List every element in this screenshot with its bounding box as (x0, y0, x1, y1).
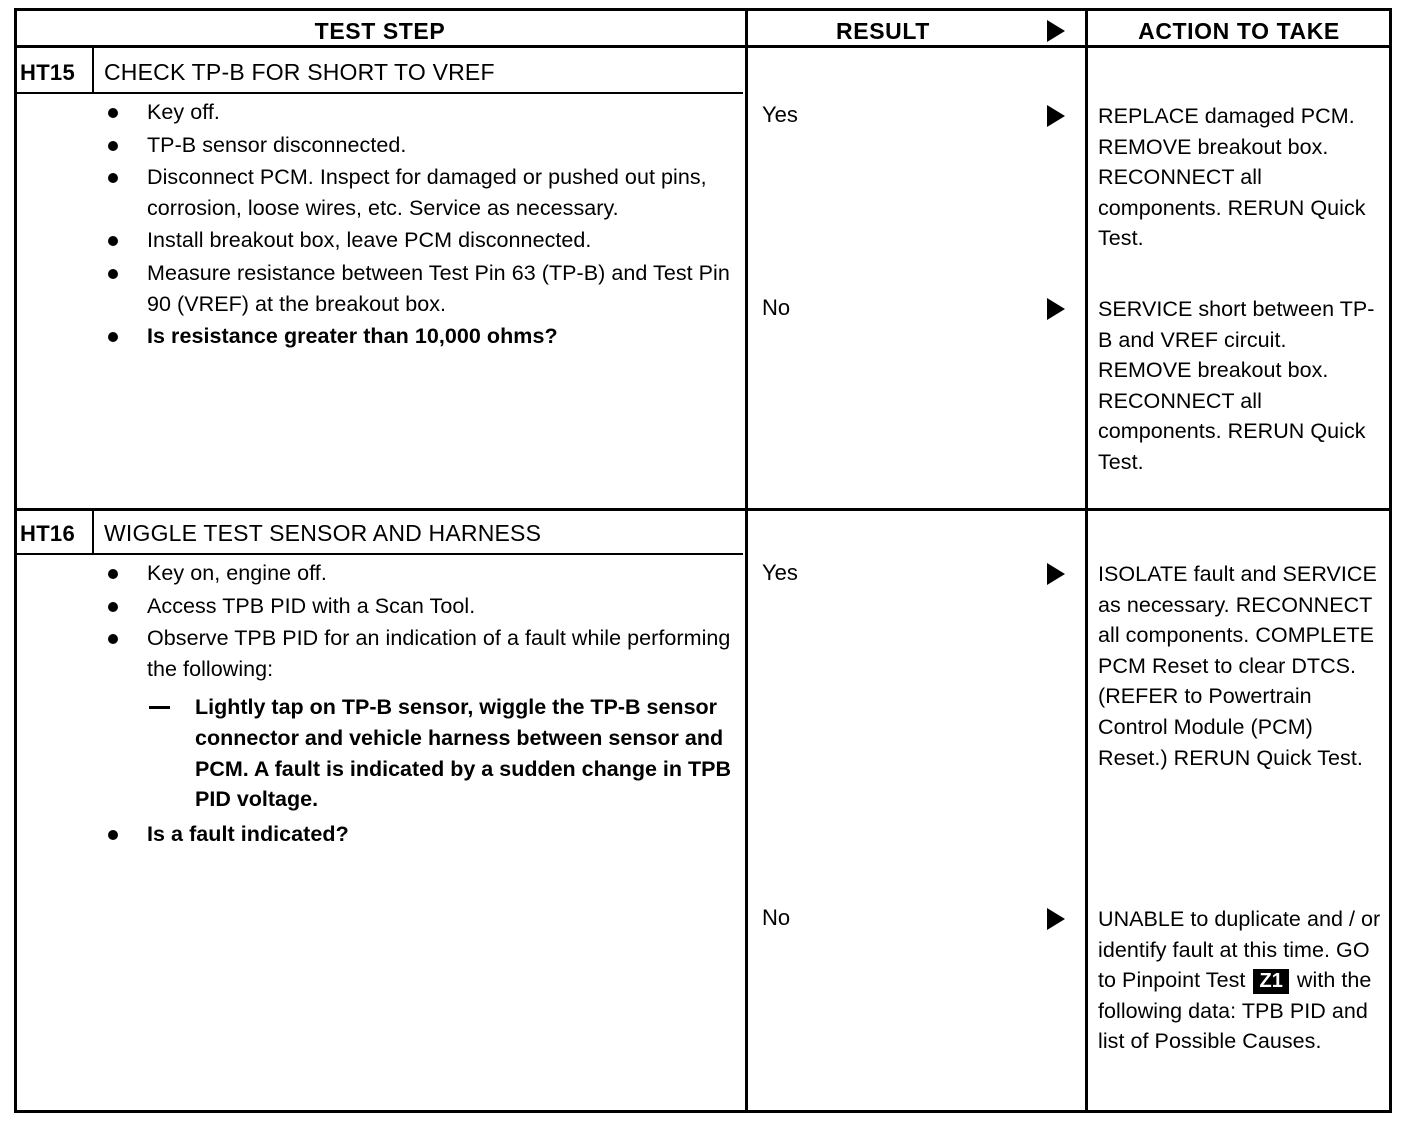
rule-under-ht15-title (16, 92, 743, 94)
list-item: Measure resistance between Test Pin 63 (… (103, 258, 733, 319)
result-label-no-ht16: No (762, 905, 791, 930)
rule-under-header (14, 45, 1392, 48)
bullet-dot-icon (108, 601, 118, 612)
list-item: Disconnect PCM. Inspect for damaged or p… (103, 162, 733, 223)
right-triangle-icon (1047, 298, 1065, 320)
list-item-label: Is resistance greater than 10,000 ohms? (147, 324, 558, 349)
section-title-ht16: WIGGLE TEST SENSOR AND HARNESS (104, 520, 542, 546)
list-item-label: Key on, engine off. (147, 561, 327, 585)
list-item-label: Is a fault indicated? (147, 821, 349, 846)
bullet-dot-icon (108, 268, 118, 279)
divider-code-title-ht15 (92, 48, 94, 94)
list-item: Key off. (103, 97, 733, 128)
action-text-yes-ht16: ISOLATE fault and SERVICE as necessary. … (1098, 562, 1377, 770)
list-item-question: Is a fault indicated? (103, 819, 733, 850)
column-header-action-to-take: ACTION TO TAKE (1138, 18, 1340, 44)
sub-list-item-label: Lightly tap on TP-B sensor, wiggle the T… (195, 695, 731, 812)
bullet-dot-icon (108, 332, 118, 343)
list-item-question: Is resistance greater than 10,000 ohms? (103, 321, 733, 352)
em-dash-icon (149, 706, 170, 710)
list-item: Install breakout box, leave PCM disconne… (103, 225, 733, 256)
action-text-before-ref: UNABLE to duplicate and / or identify fa… (1098, 907, 1381, 993)
list-item: Key on, engine off. (103, 558, 733, 589)
table-outer-frame (14, 8, 1392, 1113)
test-step-list-ht15: Key off. TP-B sensor disconnected. Disco… (103, 97, 733, 354)
column-header-test-step: TEST STEP (314, 18, 446, 44)
pinpoint-test-reference-badge[interactable]: Z1 (1253, 969, 1289, 995)
bullet-dot-icon (108, 634, 118, 645)
bullet-dot-icon (108, 173, 118, 184)
section-code-ht15: HT15 (20, 60, 75, 85)
list-item-label: TP-B sensor disconnected. (147, 132, 407, 157)
bullet-dot-icon (108, 236, 118, 247)
right-triangle-icon (1047, 563, 1065, 585)
bullet-dot-icon (108, 569, 118, 579)
list-item: TP-B sensor disconnected. (103, 130, 733, 161)
column-header-result: RESULT (836, 18, 930, 44)
rule-under-ht16-title (16, 553, 743, 555)
list-item-label: Disconnect PCM. Inspect for damaged or p… (147, 165, 707, 220)
test-step-list-ht16: Key on, engine off. Access TPB PID with … (103, 558, 733, 851)
right-triangle-icon (1047, 908, 1065, 930)
divider-code-title-ht16 (92, 509, 94, 555)
action-text-no-ht16: UNABLE to duplicate and / or identify fa… (1098, 904, 1386, 1057)
list-item: Observe TPB PID for an indication of a f… (103, 623, 733, 684)
list-item-label: Access TPB PID with a Scan Tool. (147, 593, 476, 618)
list-item-label: Measure resistance between Test Pin 63 (… (147, 260, 730, 316)
list-item-label: Observe TPB PID for an indication of a f… (147, 626, 731, 681)
sub-list-item: Lightly tap on TP-B sensor, wiggle the T… (147, 692, 733, 814)
result-label-no-ht15: No (762, 295, 791, 320)
section-code-ht16: HT16 (20, 521, 75, 546)
result-label-yes-ht16: Yes (762, 560, 798, 585)
action-text-after-ref: with the following data: TPB PID and lis… (1098, 968, 1372, 1054)
right-triangle-icon (1047, 105, 1065, 127)
action-text-no-ht15: SERVICE short between TP-B and VREF circ… (1098, 297, 1375, 474)
bullet-dot-icon (108, 108, 118, 118)
action-text-yes-ht15: REPLACE damaged PCM. REMOVE breakout box… (1098, 104, 1366, 251)
bullet-dot-icon (108, 829, 118, 840)
divider-teststep-result (745, 8, 748, 1113)
result-label-yes-ht15: Yes (762, 102, 798, 127)
rule-between-sections (14, 508, 1392, 511)
right-triangle-icon (1047, 20, 1065, 42)
list-item-label: Key off. (147, 100, 220, 124)
divider-result-action (1085, 8, 1088, 1113)
list-item-label: Install breakout box, leave PCM disconne… (147, 228, 592, 253)
bullet-dot-icon (108, 140, 118, 151)
list-item: Access TPB PID with a Scan Tool. (103, 591, 733, 622)
section-title-ht15: CHECK TP-B FOR SHORT TO VREF (104, 59, 495, 85)
